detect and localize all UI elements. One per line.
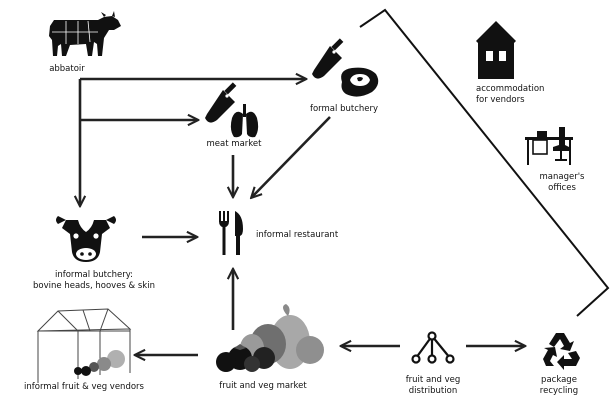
informal-restaurant-label: informal restaurant bbox=[256, 230, 339, 240]
managers-offices-label-line1: manager's bbox=[539, 172, 585, 182]
package-recycling-label: package recycling bbox=[528, 375, 590, 396]
fruit-veg-distribution-label-line2: distribution bbox=[408, 385, 458, 396]
accommodation-label: accommodation for vendors bbox=[476, 84, 544, 105]
informal-butchery-label-line2: bovine heads, hooves & skin bbox=[33, 280, 155, 291]
informal-butchery-label-line1: informal butchery: bbox=[54, 270, 133, 280]
formal-butchery-label: formal butchery bbox=[309, 104, 379, 114]
recycle-icon bbox=[543, 333, 580, 370]
house-icon bbox=[476, 21, 516, 79]
fruit-veg-market-label: fruit and veg market bbox=[219, 381, 307, 391]
abbatoir-label: abbatoir bbox=[49, 64, 85, 74]
cleaver-icon bbox=[312, 38, 344, 79]
fruit-veg-distribution-label-line1: fruit and veg bbox=[405, 375, 461, 385]
cleaver-icon bbox=[205, 82, 237, 123]
cow-icon bbox=[49, 11, 121, 56]
distribution-network-icon bbox=[411, 331, 455, 364]
informal-butchery-label: informal butchery: bovine heads, hooves … bbox=[24, 270, 164, 291]
flow-arrows bbox=[80, 79, 524, 355]
lungs-icon bbox=[230, 104, 259, 138]
arrow-formal-butchery-to-restaurant bbox=[252, 116, 331, 197]
office-desk-icon bbox=[525, 127, 573, 165]
vegetables-icon bbox=[216, 304, 324, 372]
zone-boundary-line bbox=[359, 8, 610, 317]
informal-fruit-veg-vendors-label: informal fruit & veg vendors bbox=[24, 382, 144, 392]
package-recycling-label-line2: recycling bbox=[539, 385, 579, 396]
steak-icon bbox=[341, 67, 379, 97]
meat-market-label: meat market bbox=[206, 139, 262, 149]
market-tent-icon bbox=[36, 308, 132, 383]
package-recycling-label-line1: package bbox=[541, 375, 577, 385]
cow-head-icon bbox=[56, 216, 116, 262]
fork-knife-icon bbox=[219, 211, 243, 255]
managers-offices-label: manager's offices bbox=[530, 172, 594, 193]
fruit-veg-distribution-label: fruit and veg distribution bbox=[396, 375, 470, 396]
accommodation-label-line1: accommodation bbox=[476, 84, 545, 94]
managers-offices-label-line2: offices bbox=[548, 182, 576, 193]
accommodation-label-line2: for vendors bbox=[476, 94, 525, 105]
